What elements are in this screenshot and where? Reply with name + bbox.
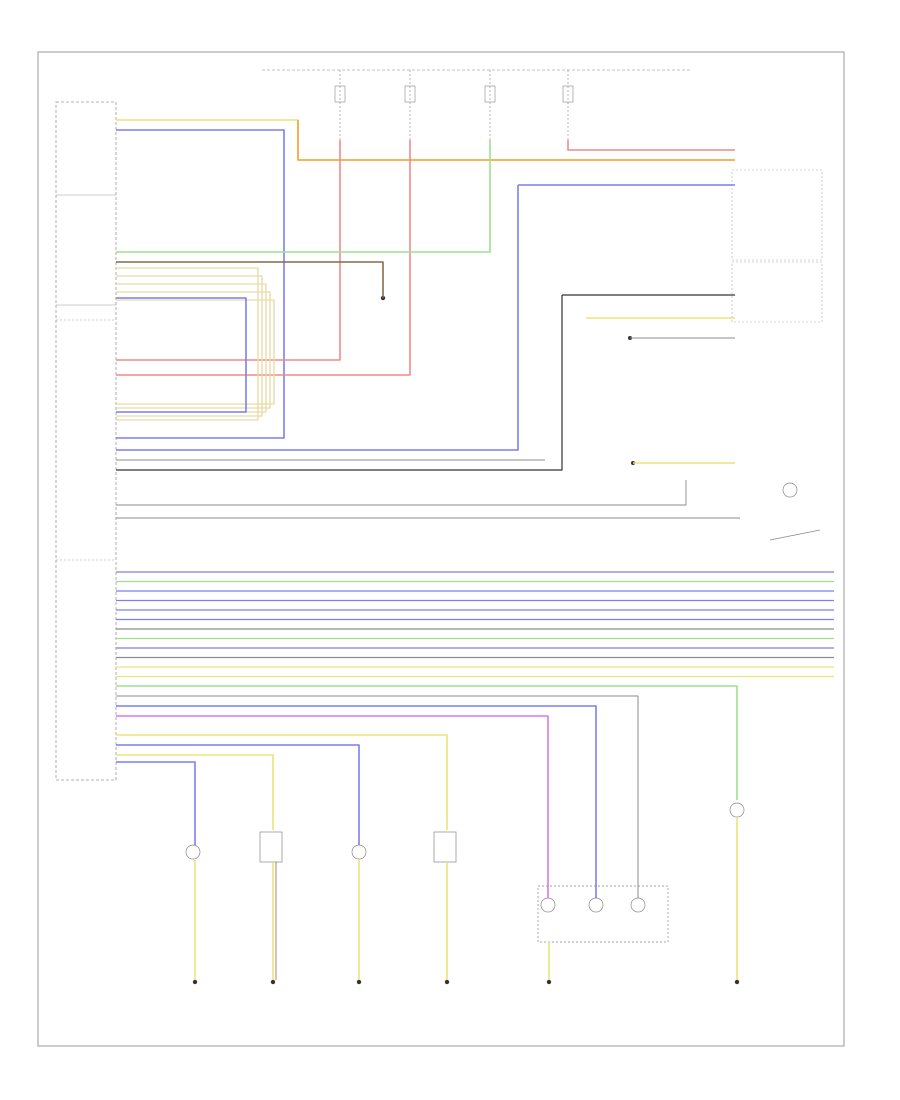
module-caption-block <box>52 790 112 808</box>
ground-points <box>192 295 740 985</box>
control-module-box <box>55 101 117 781</box>
wire-yellow-drop-3 <box>116 754 274 830</box>
wire-blue-right-down <box>116 185 519 451</box>
wire-layer <box>116 119 834 980</box>
wire-red-top <box>567 140 735 151</box>
wire-red-fuse-1 <box>116 140 341 361</box>
wire-gray-long-1 <box>116 480 687 506</box>
wire-tan-bundle-4 <box>116 299 275 405</box>
wire-yellow-top <box>116 119 735 161</box>
wire-orange-top <box>297 120 735 161</box>
diagram-frame <box>37 51 845 1047</box>
wire-blue-drop-2 <box>116 744 360 845</box>
bottom-lamps <box>185 802 745 943</box>
switch-component-box <box>731 169 823 261</box>
wire-blue-drop-4 <box>116 761 196 845</box>
wire-yellow-drop-1 <box>116 734 448 830</box>
wire-red-fuse-2 <box>116 140 411 376</box>
wire-tan-bundle-1 <box>116 275 263 417</box>
wire-tan-bundle-3 <box>116 291 271 409</box>
wire-tan-bundle-2 <box>116 283 267 413</box>
wire-blue-bundle <box>116 297 247 413</box>
wire-tan-bundle-0 <box>116 267 259 421</box>
wire-green-harness-drop <box>116 685 738 800</box>
wire-brown-connector <box>116 261 384 298</box>
wire-blue-module <box>116 129 285 439</box>
wire-blue-harness-drop <box>116 705 597 898</box>
fuse-group <box>334 70 574 140</box>
wire-black-right-down <box>116 295 563 471</box>
switch-component-box-2 <box>731 261 823 323</box>
wire-violet-drop <box>116 715 549 898</box>
wire-green-fuse <box>116 140 491 253</box>
lamp-symbol <box>782 482 798 498</box>
wire-gray-harness-drop <box>116 695 639 898</box>
